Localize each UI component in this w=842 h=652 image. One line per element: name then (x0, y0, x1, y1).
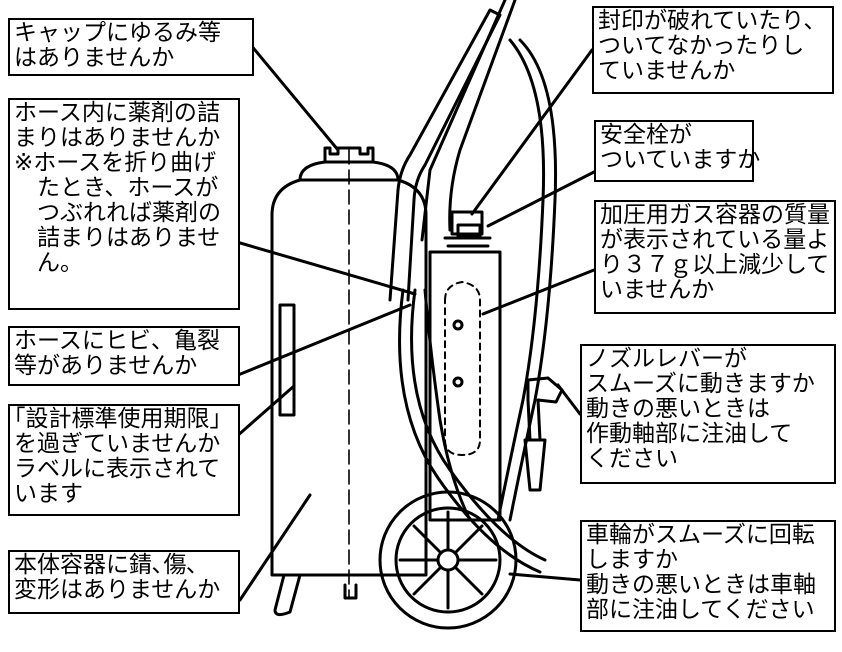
callout-line: いませんか (600, 277, 715, 303)
callout-line: スムーズに動きますか (586, 371, 815, 397)
valve-head (450, 210, 484, 236)
leader-nozzle-lever (556, 383, 582, 416)
callout-line: はありませんか (14, 45, 175, 71)
callout-line: ラベルに表示されて (14, 456, 221, 482)
callout-safety-pin: 安全栓が ついていますか (594, 120, 761, 182)
callout-line: まりはありませんか (14, 125, 221, 151)
leader-hose-crack (236, 303, 412, 377)
leader-expiry (234, 384, 296, 439)
callout-line: ついてなかったりし (598, 33, 805, 59)
callout-line: ついていますか (600, 147, 761, 173)
nozzle-lever-icon (526, 376, 564, 442)
callout-line: ホースにヒビ、亀裂 (14, 328, 220, 354)
callout-line: キャップにゆるみ等 (14, 20, 221, 46)
gas-cylinder-icon (444, 281, 481, 456)
callout-cap: キャップにゆるみ等 はありませんか (8, 18, 254, 76)
callout-line: ください (586, 446, 678, 472)
callout-line: 等がありませんか (14, 353, 198, 379)
bracket-plate (428, 250, 502, 522)
leader-cap (248, 42, 340, 152)
callout-line: 変形はありませんか (14, 577, 221, 603)
callout-line: 本体容器に錆､傷､ (14, 552, 198, 578)
wheel-icon (378, 490, 518, 630)
callout-line: ノズルレバーが (586, 346, 747, 372)
leader-hose-blockage (228, 238, 417, 296)
callout-hose-crack: ホースにヒビ、亀裂 等がありませんか (8, 326, 240, 386)
left-leg (273, 573, 302, 617)
bottom-bolt (343, 583, 358, 600)
callout-line: たとき、ホースが (14, 175, 219, 201)
callout-nozzle-lever: ノズルレバーが スムーズに動きますか 動きの悪いときは 作動軸部に注油して くだ… (580, 344, 836, 484)
callout-line: ていませんか (598, 58, 736, 84)
callout-line: ｢設計標準使用期限｣ (14, 406, 221, 432)
callout-hose-blockage: ホース内に薬剤の詰 まりはありませんか ※ホースを折り曲げ たとき、ホースが つ… (8, 98, 240, 310)
callout-line: ※ホースを折り曲げ (14, 150, 217, 176)
callout-line: 封印が破れていたり、 (598, 8, 827, 34)
frame-right (448, 0, 517, 232)
callout-line: しますか (586, 547, 678, 573)
hose (496, 38, 546, 522)
callout-line: 動きの悪いときは (586, 396, 770, 422)
callout-line: 加圧用ガス容器の質量 (600, 202, 830, 228)
callout-line: ん。 (14, 250, 83, 276)
hose-loop (398, 288, 542, 574)
leader-safety-pin (486, 170, 596, 228)
frame-upper (420, 0, 507, 242)
cap-icon (323, 146, 375, 164)
nozzle-tip (523, 438, 547, 492)
wheel-spokes (398, 510, 498, 610)
callout-line: 部に注油してください (586, 597, 815, 623)
frame-left (388, 8, 502, 302)
callout-line: ホース内に薬剤の詰 (14, 100, 220, 126)
callout-line: 安全栓が (600, 122, 692, 148)
callout-wheel: 車輪がスムーズに回転 しますか 動きの悪いときは車軸 部に注油してください (580, 520, 836, 632)
hose (508, 38, 558, 522)
callout-line: を過ぎていませんか (14, 431, 221, 457)
callout-body: 本体容器に錆､傷､ 変形はありませんか (8, 550, 240, 614)
wheel-rim (394, 506, 502, 614)
callout-line: 詰まりはありませ (14, 225, 221, 251)
callout-expiry: ｢設計標準使用期限｣ を過ぎていませんか ラベルに表示されて います (8, 404, 240, 516)
leader-gas-cylinder (481, 268, 596, 316)
callout-line: が表示されている量よ (600, 227, 830, 253)
callout-line: つぶれれば薬剤の (14, 200, 221, 226)
callout-line: 動きの悪いときは車軸 (586, 572, 816, 598)
leader-seal (470, 48, 594, 216)
callout-line: り３７ｇ以上減少して (600, 252, 830, 278)
callout-seal: 封印が破れていたり、 ついてなかったりし ていませんか (592, 6, 834, 94)
bracket-hole (452, 319, 464, 331)
valve-lines (443, 236, 492, 248)
bracket-hole (452, 376, 464, 388)
callout-gas-cylinder: 加圧用ガス容器の質量 が表示されている量よ り３７ｇ以上減少して いませんか (594, 200, 836, 314)
leader-body (238, 493, 312, 602)
callout-line: 作動軸部に注油して (586, 421, 793, 447)
callout-line: 車輪がスムーズに回転 (586, 522, 815, 548)
callout-line: います (14, 481, 83, 507)
leader-wheel (508, 572, 582, 582)
body-label (278, 303, 296, 417)
